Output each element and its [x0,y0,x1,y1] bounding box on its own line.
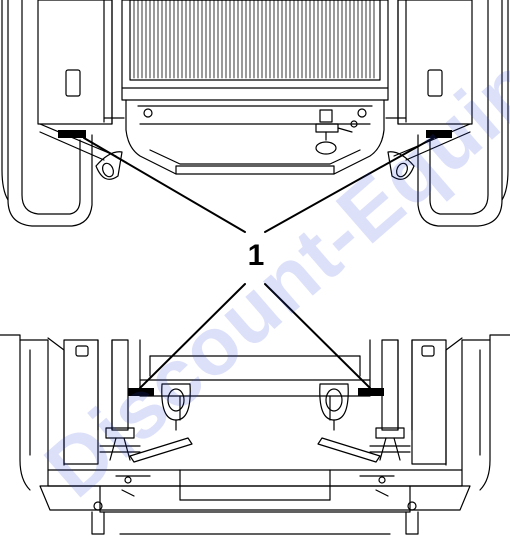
marker-bottom-right [358,388,384,396]
callout-number-label: 1 [247,239,265,272]
top-view [1,0,509,227]
callout-lines [83,137,434,389]
grille-slats [133,0,375,79]
bottom-shocks [99,339,411,461]
bottom-hook-rings [161,383,349,431]
marker-top-right [426,130,452,138]
bottom-left-side [0,334,113,491]
marker-top-left [58,130,86,138]
bottom-view [0,334,510,535]
bottom-levers [129,437,381,463]
bottom-lower-frame [39,469,471,535]
top-left-panel [37,0,125,161]
bottom-right-side [397,334,510,491]
callout-line-top-left [83,137,246,233]
top-center-frame [125,99,385,175]
callout-markers [58,130,452,396]
callout-line-top-right [264,137,434,233]
bottom-center-body [139,339,371,421]
top-grille [121,0,389,101]
top-tie-down-rings [95,151,415,180]
top-right-wheel [417,0,509,227]
callout-line-bottom-left [139,283,246,389]
top-left-wheel [1,0,93,227]
marker-bottom-left [128,388,154,396]
top-right-panel [385,0,473,161]
callout-line-bottom-right [264,283,371,389]
